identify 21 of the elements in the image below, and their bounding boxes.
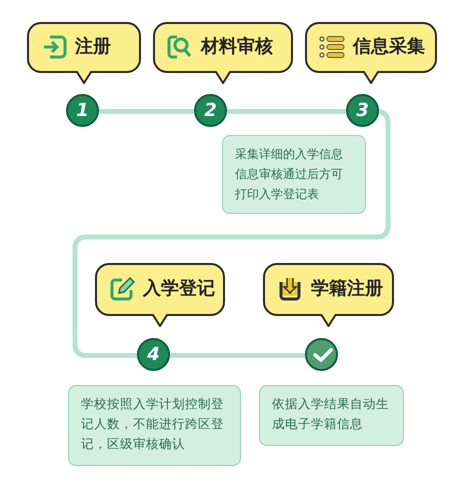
step-title: 入学登记 [143,278,215,300]
step-title: 学籍注册 [311,278,383,300]
speech-bubble [263,263,394,327]
step-circle: 4 [137,338,170,371]
description-box: 采集详细的入学信息信息审核通过后方可打印入学登记表 [222,135,366,214]
description-box: 依据入学结果自动生成电子学籍信息 [259,385,404,446]
check-circle [305,338,338,371]
speech-bubble [305,22,437,84]
speech-bubble [27,22,141,84]
connector-line [170,353,305,358]
speech-bubble [95,263,225,327]
step-circle: 2 [194,94,227,127]
connector-line [227,109,346,114]
speech-bubble [153,22,293,84]
step-title: 信息采集 [353,36,425,58]
step-circle: 3 [346,94,379,127]
step-circle: 1 [66,94,99,127]
description-box: 学校按照入学计划控制登记人数，不能进行跨区登记，区级审核确认 [68,385,241,466]
connector-line [99,109,194,114]
step-title: 材料审核 [201,36,273,58]
step-title: 注册 [75,36,111,58]
